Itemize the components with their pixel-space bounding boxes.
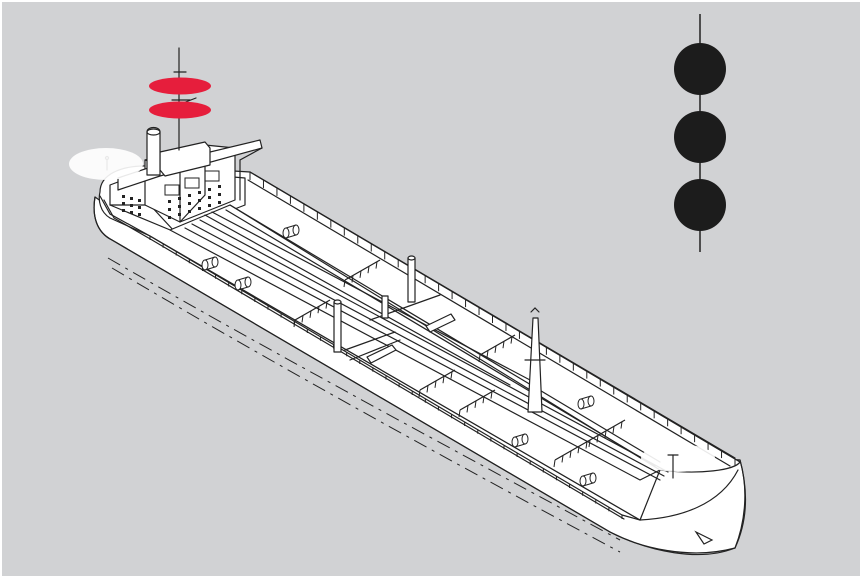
porthole: [178, 205, 181, 208]
porthole: [208, 204, 211, 207]
bow-white-light: [641, 444, 715, 472]
porthole: [130, 197, 133, 200]
porthole: [198, 207, 201, 210]
porthole: [198, 199, 201, 202]
porthole: [218, 185, 221, 188]
porthole: [188, 210, 191, 213]
porthole: [168, 208, 171, 211]
porthole: [130, 211, 133, 214]
porthole: [218, 193, 221, 196]
porthole: [208, 188, 211, 191]
porthole: [122, 209, 125, 212]
masthead-red-light-lower: [149, 102, 211, 119]
signal-ball-bottom: [674, 179, 726, 231]
porthole: [122, 195, 125, 198]
porthole: [198, 191, 201, 194]
porthole: [178, 213, 181, 216]
porthole: [218, 201, 221, 204]
masthead-red-light-upper: [149, 78, 211, 95]
stern-white-light: [69, 148, 143, 180]
porthole: [188, 194, 191, 197]
porthole: [168, 200, 171, 203]
porthole: [122, 202, 125, 205]
porthole: [138, 213, 141, 216]
porthole: [138, 199, 141, 202]
porthole: [208, 196, 211, 199]
signal-ball-middle: [674, 111, 726, 163]
porthole: [130, 204, 133, 207]
porthole: [178, 197, 181, 200]
signal-ball-top: [674, 43, 726, 95]
porthole: [188, 202, 191, 205]
porthole: [138, 206, 141, 209]
porthole: [168, 216, 171, 219]
